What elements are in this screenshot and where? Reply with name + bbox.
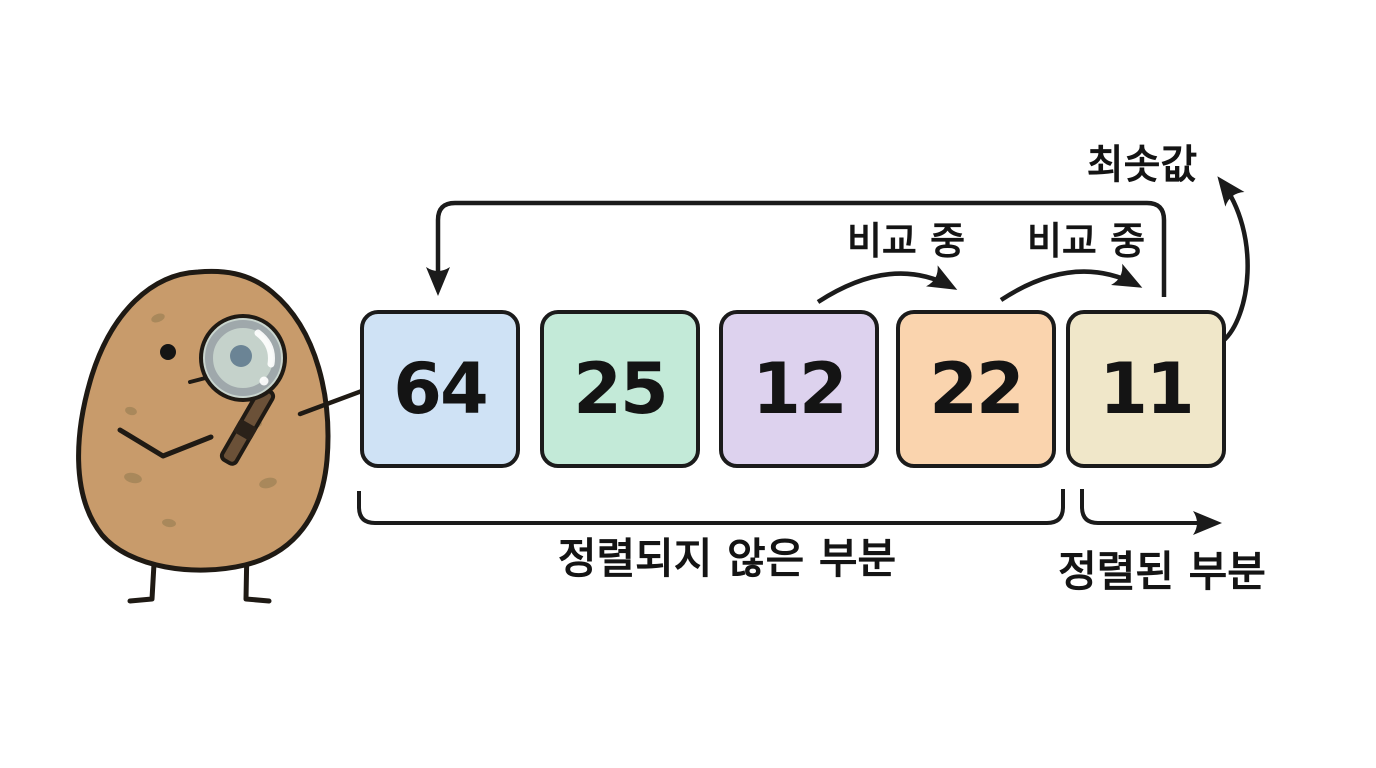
sorted-section-label: 정렬된 부분	[1058, 547, 1266, 596]
potato-spots	[124, 313, 277, 528]
compare-arrow-right	[999, 263, 1143, 302]
array-value: 25	[573, 348, 668, 430]
array-box-64: 64	[360, 310, 520, 468]
array-value: 12	[752, 348, 847, 430]
compare-arrow-left	[816, 265, 958, 304]
array-value: 11	[1099, 348, 1194, 430]
array-box-22: 22	[896, 310, 1056, 468]
min-value-arrow	[1217, 176, 1250, 343]
magnifier-handle-band	[233, 419, 257, 441]
array-box-25: 25	[540, 310, 700, 468]
potato-eye	[160, 344, 176, 360]
array-value: 64	[393, 348, 488, 430]
comparing-label-left: 비교 중	[846, 219, 966, 263]
min-value-label: 최솟값	[1086, 142, 1198, 188]
sorted-section-arrow	[1080, 489, 1222, 535]
unsorted-section-label: 정렬되지 않은 부분	[557, 534, 897, 583]
comparing-label-right: 비교 중	[1026, 219, 1146, 263]
array-box-11: 11	[1066, 310, 1226, 468]
unsorted-bracket	[357, 489, 1065, 525]
lens-glint	[259, 376, 269, 386]
magnified-eye	[230, 345, 252, 367]
array-box-12: 12	[719, 310, 879, 468]
potato-body	[76, 268, 331, 573]
potato-character-icon	[76, 268, 397, 604]
swap-to-front-arrow	[426, 200, 1167, 297]
magnifying-glass-icon	[199, 314, 287, 466]
potato-arm	[117, 427, 214, 459]
lens-highlight	[254, 329, 275, 368]
array-value: 22	[929, 348, 1024, 430]
